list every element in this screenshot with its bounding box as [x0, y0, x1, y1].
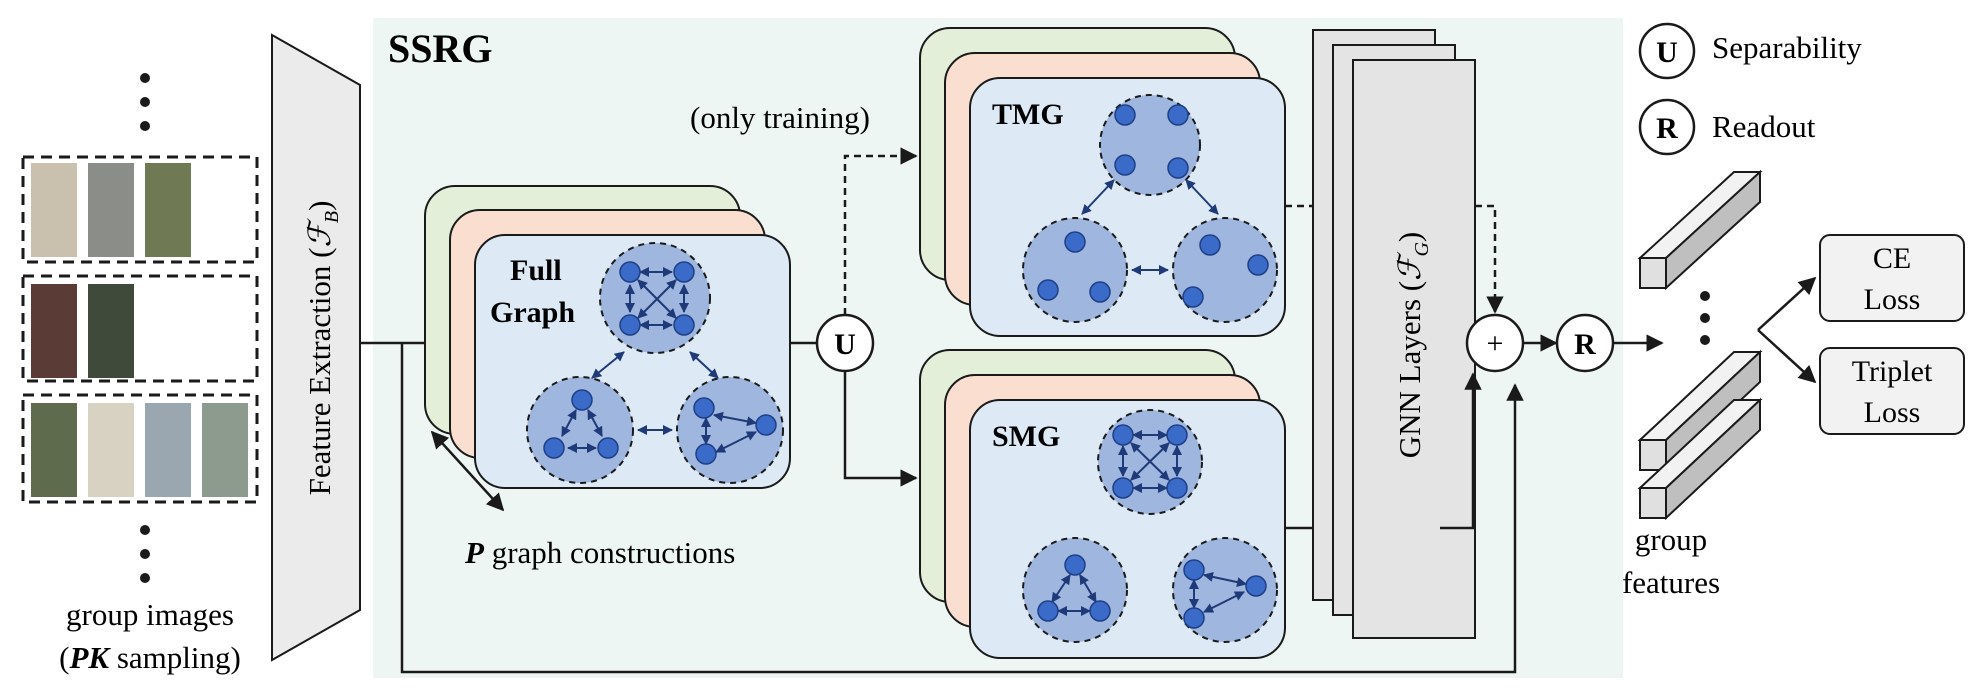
group-image-box: [21, 274, 259, 383]
gnn-smg-out-arrow: [1440, 372, 1482, 530]
legend-separability-symbol-label: U: [1656, 36, 1678, 69]
person-thumbnail: [31, 163, 77, 257]
ellipsis-dot: [140, 549, 150, 559]
group-features-label-line2: features: [1622, 565, 1720, 600]
ellipsis-dot: [140, 121, 150, 131]
readout-node-label: R: [1574, 328, 1596, 361]
u-to-tmg-line: [843, 147, 918, 315]
u-to-smg-line: [843, 371, 918, 487]
person-thumbnail: [31, 284, 77, 378]
tmg-label: TMG: [992, 98, 1064, 131]
only-training-label: (only training): [690, 100, 870, 135]
group-feature-bar: [1637, 169, 1763, 291]
ce-loss-label: CE: [1873, 242, 1911, 275]
ellipsis-dot: [140, 573, 150, 583]
full-graph-edges: [561, 267, 757, 453]
group-image-box: [21, 155, 259, 264]
group-images-column: group images (PK sampling): [21, 73, 259, 675]
smg-nodes: [1037, 424, 1267, 629]
person-thumbnail: [145, 403, 191, 497]
skip-connection-line: [400, 343, 1524, 674]
ce-loss-box: [1819, 234, 1965, 322]
person-thumbnail: [88, 163, 134, 257]
triplet-loss-label-line2: Loss: [1864, 396, 1921, 429]
person-thumbnail: [202, 403, 248, 497]
ssrg-title: SSRG: [388, 26, 493, 71]
group-features-label: group: [1635, 522, 1707, 557]
legend-readout-text: Readout: [1712, 109, 1816, 144]
feature-extraction-block: [271, 33, 361, 662]
person-thumbnail: [88, 284, 134, 378]
full-graph-label-line2: Graph: [490, 296, 575, 329]
to-triplet-loss-arrow: [1757, 329, 1817, 384]
legend-readout-symbol: [1638, 98, 1696, 156]
group-image-box: [21, 393, 259, 504]
triplet-loss-label: Triplet: [1852, 355, 1933, 388]
smg-edges: [1051, 430, 1247, 616]
gnn-tmg-out-line: [1475, 204, 1504, 314]
full-graph-label: Full: [510, 254, 562, 287]
tmg-nodes: [1037, 104, 1269, 308]
pk-sampling-caption: (PK sampling): [59, 640, 241, 675]
gnn-layers-label: GNN Layers (ℱG): [1392, 232, 1433, 458]
person-thumbnail: [145, 163, 191, 257]
p-graph-constructions: P graph constructions: [464, 535, 735, 570]
ellipsis-dot: [1700, 335, 1710, 345]
group-images-caption: group images: [66, 597, 234, 632]
full-graph-nodes: [543, 261, 777, 465]
group-feature-bar: [1637, 397, 1763, 521]
triplet-loss-box: [1819, 347, 1965, 435]
tmg-edges: [1081, 179, 1219, 275]
ce-loss-label-line2: Loss: [1864, 283, 1921, 316]
feature-extraction-label: Feature Extraction (ℱB): [302, 201, 343, 496]
ellipsis-dot: [1700, 291, 1710, 301]
gnn-layer-front: [1352, 59, 1476, 639]
legend-readout-symbol-label: R: [1656, 112, 1678, 145]
ellipsis-dot: [140, 525, 150, 535]
ellipsis-dot: [140, 97, 150, 107]
separability-node-label: U: [834, 328, 856, 361]
person-thumbnail: [31, 403, 77, 497]
person-thumbnail: [88, 403, 134, 497]
smg-label: SMG: [992, 420, 1060, 453]
sum-node-label: +: [1487, 327, 1504, 360]
graph-cluster: [1022, 537, 1128, 643]
ellipsis-dot: [1700, 313, 1710, 323]
depth-arrow: [430, 430, 505, 512]
legend-separability-symbol: [1638, 22, 1696, 80]
ellipsis-dot: [140, 73, 150, 83]
legend-separability-text: Separability: [1712, 30, 1862, 65]
to-ce-loss-arrow: [1757, 276, 1817, 331]
